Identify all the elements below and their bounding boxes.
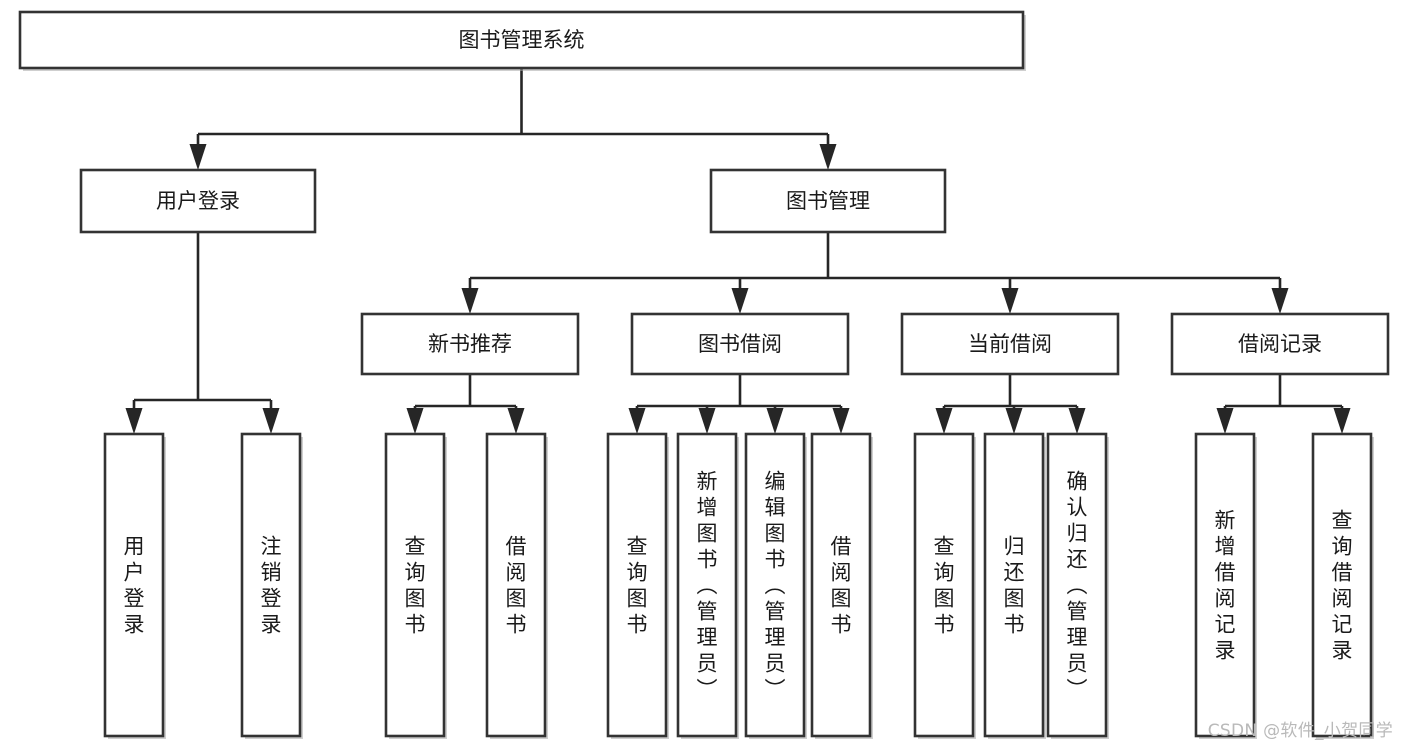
node-label: 图书管理系统 [459, 28, 585, 52]
connector-layer [125, 68, 1351, 434]
node-login[interactable]: 用户登录 [79, 168, 317, 234]
node-leaf-bq-borrow[interactable]: 借阅图书 [810, 432, 873, 739]
connector-newbook [406, 374, 525, 434]
node-label: 注销登录 [261, 534, 282, 636]
connector-arrowhead [819, 144, 837, 170]
connector-login [125, 232, 280, 434]
node-leaf-cur-return[interactable]: 归还图书 [983, 432, 1046, 739]
node-box[interactable] [384, 432, 446, 738]
node-box[interactable] [79, 168, 317, 234]
connector-arrowhead [1068, 408, 1086, 434]
node-box[interactable] [18, 10, 1025, 70]
node-label: 借阅图书 [506, 534, 527, 636]
node-box[interactable] [1194, 432, 1256, 738]
node-leaf-cur-query[interactable]: 查询图书 [913, 432, 976, 739]
node-leaf-rec-add[interactable]: 新增借阅记录 [1194, 432, 1257, 739]
connector-borrow [628, 374, 850, 434]
node-label: 借阅记录 [1238, 332, 1322, 356]
node-label: 新增借阅记录 [1215, 508, 1236, 662]
node-label: 图书管理 [786, 189, 870, 213]
connector-records [1216, 374, 1351, 434]
node-borrow[interactable]: 图书借阅 [630, 312, 850, 376]
node-box[interactable] [810, 432, 872, 738]
node-leaf-new-query[interactable]: 查询图书 [384, 432, 447, 739]
node-box[interactable] [240, 432, 302, 738]
node-label: 查询图书 [405, 534, 426, 636]
node-layer: 图书管理系统用户登录图书管理新书推荐图书借阅当前借阅借阅记录用户登录注销登录查询… [18, 10, 1390, 739]
node-label: 新书推荐 [428, 332, 512, 356]
node-label: 确认归还︵管理员︶ [1067, 469, 1088, 701]
node-label: 编辑图书︵管理员︶ [765, 469, 786, 701]
node-box[interactable] [900, 312, 1120, 376]
connector-arrowhead [698, 408, 716, 434]
node-box[interactable] [676, 432, 738, 738]
node-bookmgmt[interactable]: 图书管理 [709, 168, 947, 234]
connector-arrowhead [1001, 288, 1019, 314]
node-box[interactable] [630, 312, 850, 376]
connector-arrowhead [731, 288, 749, 314]
connector-arrowhead [832, 408, 850, 434]
node-label: 图书借阅 [698, 332, 782, 356]
node-leaf-cur-confirm[interactable]: 确认归还︵管理员︶ [1046, 432, 1109, 739]
node-label: 用户登录 [156, 189, 240, 213]
node-box[interactable] [1046, 432, 1108, 738]
connector-arrowhead [461, 288, 479, 314]
node-box[interactable] [1170, 312, 1390, 376]
node-root[interactable]: 图书管理系统 [18, 10, 1026, 71]
node-box[interactable] [360, 312, 580, 376]
connector-arrowhead [1271, 288, 1289, 314]
node-label: 归还图书 [1004, 534, 1025, 636]
node-label: 用户登录 [124, 534, 145, 636]
node-box[interactable] [744, 432, 806, 738]
node-leaf-rec-query[interactable]: 查询借阅记录 [1311, 432, 1374, 739]
connector-arrowhead [1005, 408, 1023, 434]
connector-arrowhead [766, 408, 784, 434]
node-label: 当前借阅 [968, 332, 1052, 356]
node-leaf-bq-add[interactable]: 新增图书︵管理员︶ [676, 432, 739, 739]
connector-bookmgmt [461, 232, 1289, 314]
node-box[interactable] [103, 432, 165, 738]
connector-current [935, 374, 1086, 434]
node-label: 借阅图书 [831, 534, 852, 636]
node-leaf-user-login[interactable]: 用户登录 [103, 432, 166, 739]
connector-arrowhead [507, 408, 525, 434]
node-label: 查询借阅记录 [1332, 508, 1353, 662]
connector-root [189, 68, 837, 170]
node-box[interactable] [485, 432, 547, 738]
node-leaf-new-borrow[interactable]: 借阅图书 [485, 432, 548, 739]
node-label: 查询图书 [627, 534, 648, 636]
node-box[interactable] [983, 432, 1045, 738]
connector-arrowhead [125, 408, 143, 434]
node-box[interactable] [606, 432, 668, 738]
node-label: 新增图书︵管理员︶ [697, 469, 718, 701]
node-box[interactable] [1311, 432, 1373, 738]
node-box[interactable] [709, 168, 947, 234]
connector-arrowhead [262, 408, 280, 434]
connector-arrowhead [935, 408, 953, 434]
node-leaf-bq-query[interactable]: 查询图书 [606, 432, 669, 739]
node-current[interactable]: 当前借阅 [900, 312, 1120, 376]
connector-arrowhead [628, 408, 646, 434]
connector-arrowhead [1333, 408, 1351, 434]
connector-arrowhead [1216, 408, 1234, 434]
connector-arrowhead [189, 144, 207, 170]
node-newbook[interactable]: 新书推荐 [360, 312, 580, 376]
node-leaf-bq-edit[interactable]: 编辑图书︵管理员︶ [744, 432, 807, 739]
connector-arrowhead [406, 408, 424, 434]
node-leaf-user-logout[interactable]: 注销登录 [240, 432, 303, 739]
node-label: 查询图书 [934, 534, 955, 636]
node-records[interactable]: 借阅记录 [1170, 312, 1390, 376]
node-box[interactable] [913, 432, 975, 738]
